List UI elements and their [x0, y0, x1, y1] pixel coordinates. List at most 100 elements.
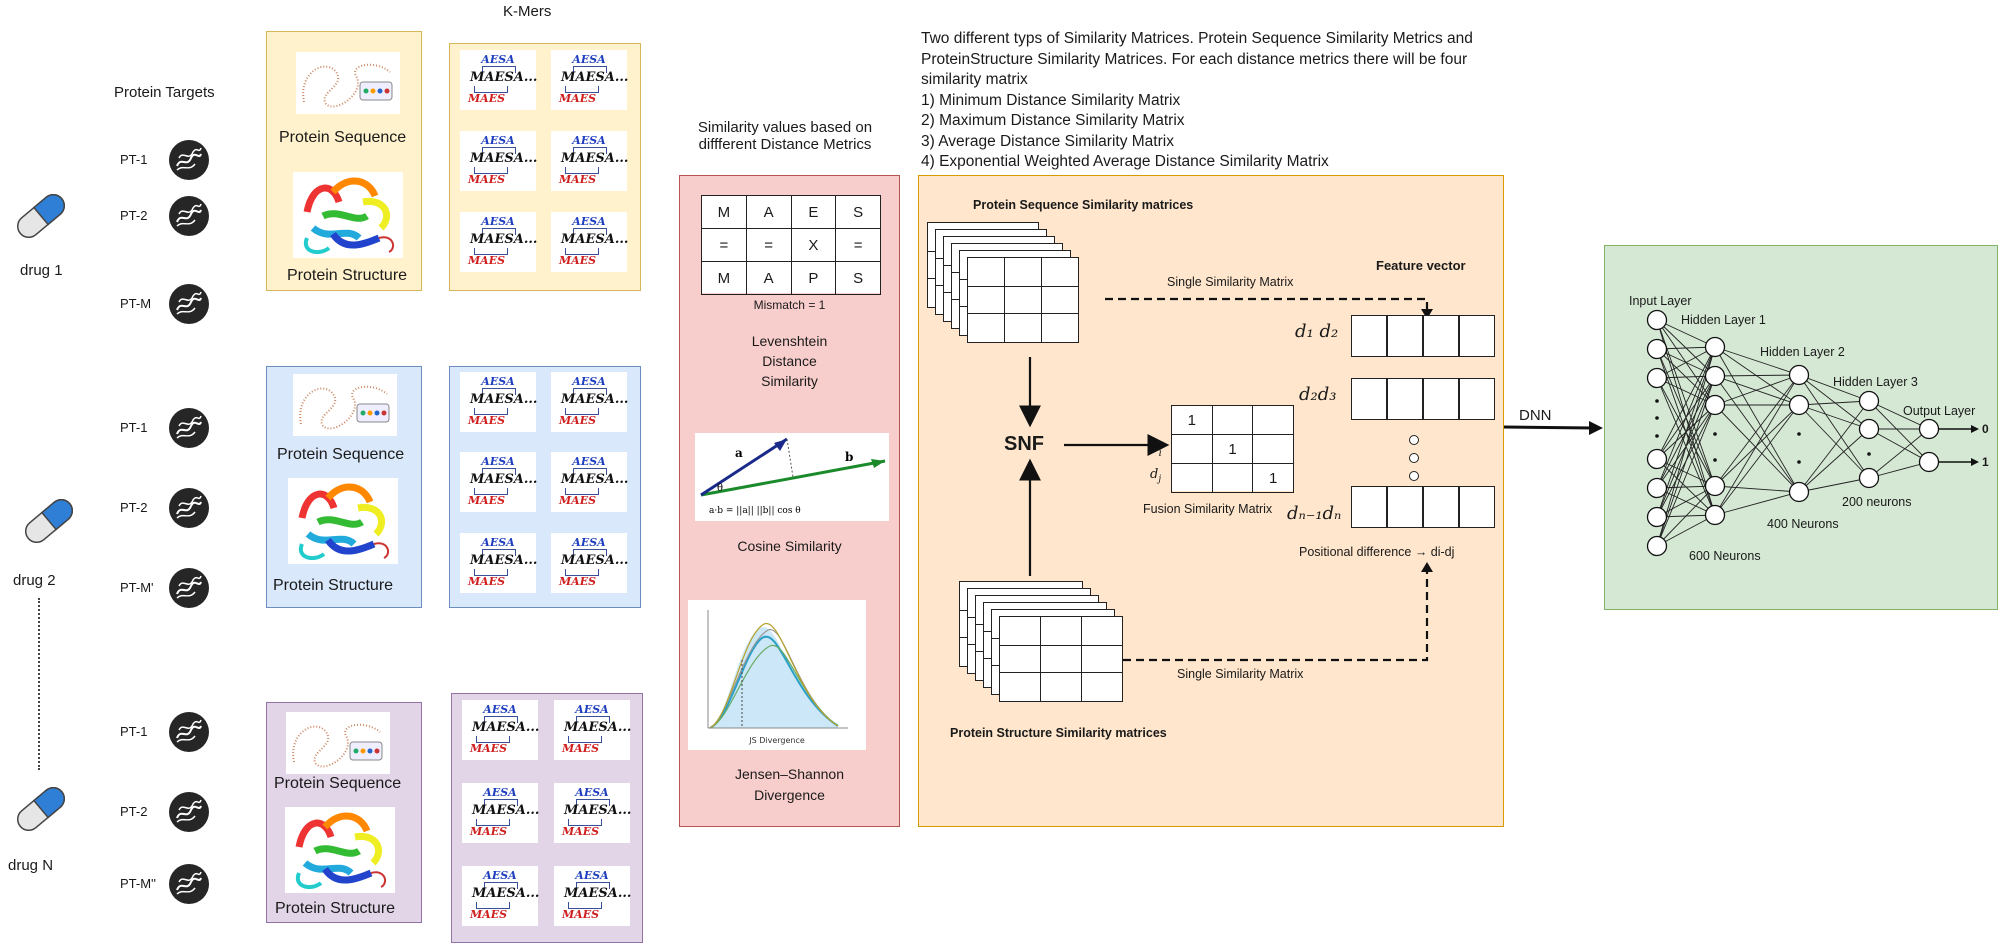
hidden-layer-1-label: Hidden Layer 1 — [1681, 313, 1766, 327]
description-line2: ProteinStructure Similarity Matrices. Fo… — [921, 50, 1468, 68]
nn-connection — [1656, 404, 1716, 547]
protein-target-label: PT-M' — [120, 580, 154, 595]
nn-connection — [1714, 491, 1800, 516]
neural-network — [1646, 309, 1979, 557]
pill-icon — [16, 193, 66, 239]
kmer-top: AESA — [575, 786, 609, 799]
kmer-bracket-bottom — [474, 167, 508, 174]
protein-sequence-image — [286, 712, 390, 774]
protein-target-icon — [169, 792, 209, 832]
nn-connection — [1798, 477, 1870, 493]
nn-neuron — [1704, 336, 1726, 358]
kmer-mid: MAESA... — [561, 472, 629, 487]
output-arrow-head — [1971, 458, 1979, 466]
nn-connection — [1714, 346, 1800, 406]
kmer-bot: MAES — [559, 92, 597, 105]
protein-target-icon — [169, 568, 209, 608]
nn-connection — [1714, 374, 1800, 516]
nn-neuron — [1788, 481, 1810, 503]
kmer-bot: MAES — [468, 494, 506, 507]
feature-vector-cell — [1459, 378, 1495, 420]
kmer-bracket-top — [484, 716, 518, 723]
js-divergence-plot: JS Divergence — [688, 600, 866, 750]
kmer-bracket-top — [482, 147, 516, 154]
kmer-bracket-top — [573, 388, 607, 395]
kmer-mid: MAESA... — [470, 472, 538, 487]
description-line1: Two different typs of Similarity Matrice… — [921, 30, 1473, 47]
nn-connection — [1656, 514, 1716, 547]
nn-connection — [1868, 428, 1930, 463]
kmer-bracket-top — [573, 549, 607, 556]
kmer-bot: MAES — [562, 742, 600, 755]
distance-title-line1: Similarity values based on — [697, 119, 873, 136]
nn-neuron — [1858, 418, 1880, 440]
protein-structure-image — [288, 478, 398, 564]
protein-target-icon — [169, 864, 209, 904]
kmer-bot: MAES — [559, 575, 597, 588]
kmer-mid: MAESA... — [470, 553, 538, 568]
levenshtein-cell: P — [790, 261, 837, 295]
feature-vector-cell — [1387, 378, 1423, 420]
kmer-bot: MAES — [468, 254, 506, 267]
nn-neuron — [1646, 506, 1668, 528]
svg-text:θ: θ — [717, 483, 723, 494]
kmer-bot: MAES — [470, 825, 508, 838]
nn-neuron — [1788, 364, 1810, 386]
kmer-card: AESA MAESA... MAES — [460, 452, 538, 512]
cosine-label: Cosine Similarity — [737, 538, 842, 554]
nn-neuron — [1918, 418, 1940, 440]
output-arrow-head — [1971, 425, 1979, 433]
kmer-mid: MAESA... — [561, 70, 629, 85]
kmer-bracket-bottom — [565, 167, 599, 174]
kmer-top: AESA — [575, 703, 609, 716]
nn-ellipsis-dot — [1867, 452, 1871, 456]
feature-vector-title: Feature vector — [1376, 258, 1466, 273]
levenshtein-cell: A — [745, 261, 792, 295]
protein-sequence-label: Protein Sequence — [277, 446, 405, 463]
kmer-top: AESA — [572, 215, 606, 228]
kmer-top: AESA — [572, 536, 606, 549]
nn-connection — [1656, 485, 1716, 547]
output-layer-label: Output Layer — [1903, 404, 1976, 418]
kmer-bot: MAES — [468, 173, 506, 186]
input-layer-label: Input Layer — [1629, 294, 1692, 308]
nn-connection — [1714, 485, 1800, 493]
fv-label-2: d₂d₃ — [1299, 384, 1337, 405]
protein-target-label: PT-2 — [120, 208, 148, 223]
protein-structure-label: Protein Structure — [287, 267, 408, 284]
nn-connection — [1714, 374, 1800, 487]
nn-neuron — [1646, 367, 1668, 389]
kmer-bracket-top — [482, 388, 516, 395]
fusion-matrix: 1 1 1 — [1171, 405, 1294, 493]
kmer-bot: MAES — [468, 92, 506, 105]
kmer-bracket-bottom — [474, 408, 508, 415]
kmer-bot: MAES — [470, 742, 508, 755]
kmers-title: K-Mers — [503, 3, 552, 20]
kmer-bracket-top — [484, 882, 518, 889]
levenshtein-label-line2: Distance — [762, 353, 817, 369]
feature-vector-cell — [1423, 378, 1459, 420]
feature-vector-cell — [1423, 486, 1459, 528]
nn-connection — [1714, 346, 1800, 376]
fusion-matrix-table: 1 1 1 — [1171, 405, 1294, 493]
kmer-bracket-bottom — [476, 902, 510, 909]
dashed-arrow-bottom-head — [1421, 562, 1433, 572]
kmer-top: AESA — [575, 869, 609, 882]
kmer-bracket-top — [573, 468, 607, 475]
nn-ellipsis-dot — [1713, 432, 1717, 436]
kmer-mid: MAESA... — [564, 803, 632, 818]
structure-matrices-title: Protein Structure Similarity matrices — [950, 726, 1167, 740]
levenshtein-cell: M — [701, 195, 747, 229]
nn-connection — [1868, 428, 1930, 479]
nn-neuron — [1858, 390, 1880, 412]
kmer-top: AESA — [481, 455, 515, 468]
nn-neuron — [1646, 535, 1668, 557]
levenshtein-label-line1: Levenshtein — [751, 333, 828, 349]
nn-ellipsis-dot — [1797, 432, 1801, 436]
